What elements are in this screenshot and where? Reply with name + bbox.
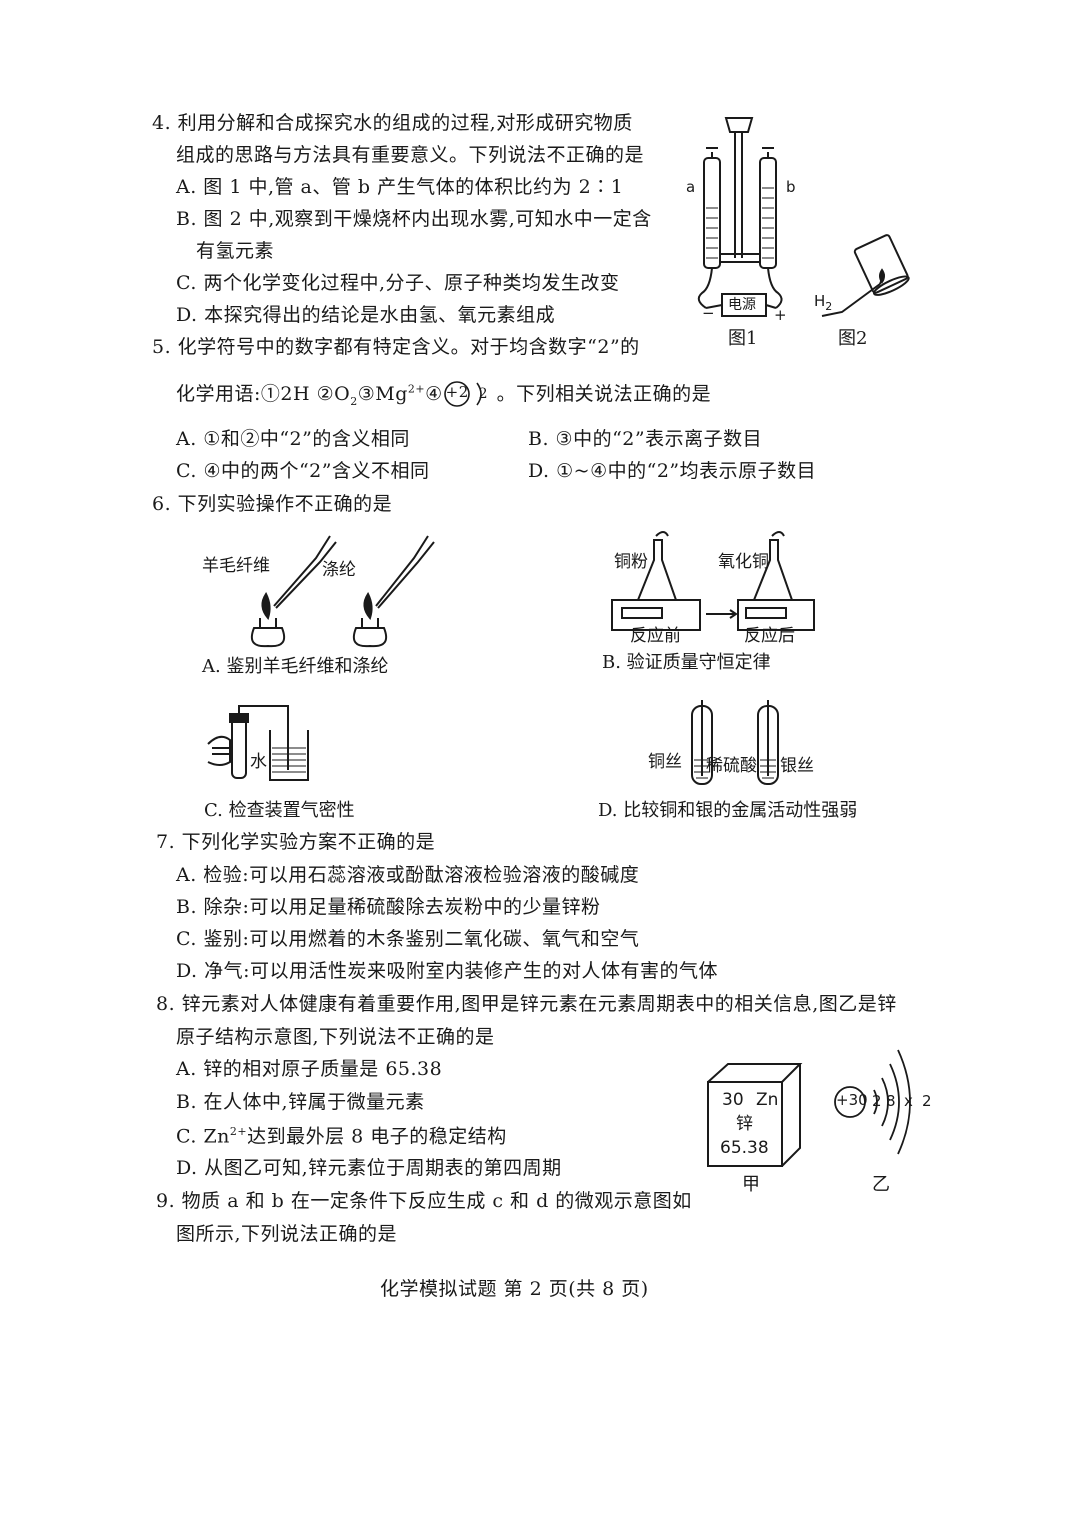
shell-2-electrons: 8: [886, 1092, 896, 1110]
q8-stem-line1: 8. 锌元素对人体健康有着重要作用,图甲是锌元素在元素周期表中的相关信息,图乙是…: [156, 993, 897, 1015]
shell-4-electrons: 2: [922, 1092, 932, 1110]
q8-option-b: B. 在人体中,锌属于微量元素: [176, 1091, 425, 1113]
tube-b-label: b: [786, 178, 796, 196]
shell-3-electrons: x: [904, 1092, 913, 1110]
copper-oxide-label: 氧化铜: [718, 552, 769, 572]
polyester-label: 涤纶: [322, 560, 356, 580]
element-name: 锌: [736, 1114, 753, 1134]
q6-caption-d: D. 比较铜和银的金属活动性强弱: [598, 800, 858, 821]
tube-a-label: a: [686, 178, 696, 196]
copper-powder-label: 铜粉: [614, 552, 648, 572]
h2-label: H2: [814, 292, 833, 313]
atomic-mass: 65.38: [720, 1138, 769, 1158]
q6-stem: 6. 下列实验操作不正确的是: [152, 493, 393, 515]
q6-caption-a: A. 鉴别羊毛纤维和涤纶: [202, 656, 389, 677]
airtightness-check-figure: 水: [204, 700, 314, 786]
minus-sign: −: [702, 304, 715, 322]
after-reaction-label: 反应后: [744, 626, 795, 646]
q7-option-d: D. 净气:可以用活性炭来吸附室内装修产生的对人体有害的气体: [176, 960, 719, 982]
q4-stem-line2: 组成的思路与方法具有重要意义。下列说法不正确的是: [176, 144, 645, 166]
metal-activity-figure: 铜丝 稀硫酸 银丝: [646, 696, 826, 792]
burning-fibers-figure: 羊毛纤维 涤纶: [196, 528, 446, 648]
q4-option-c: C. 两个化学变化过程中,分子、原子种类均发生改变: [176, 272, 620, 294]
q4-option-a: A. 图 1 中,管 a、管 b 产生气体的体积比约为 2∶1: [176, 176, 624, 198]
q9-stem-line1: 9. 物质 a 和 b 在一定条件下反应生成 c 和 d 的微观示意图如: [156, 1190, 692, 1212]
q4-option-b-line1: B. 图 2 中,观察到干燥烧杯内出现水雾,可知水中一定含: [176, 208, 652, 230]
figure-jia-caption: 甲: [742, 1174, 760, 1195]
zinc-atom-structure-figure: +30 2 8 x 2: [830, 1040, 960, 1170]
nucleus-charge: +30: [836, 1091, 868, 1109]
q8-stem-line2: 原子结构示意图,下列说法不正确的是: [176, 1026, 495, 1048]
q7-option-a: A. 检验:可以用石蕊溶液或酚酞溶液检验溶液的酸碱度: [176, 864, 640, 886]
mass-conservation-figure: 铜粉 氧化铜 反应前 反应后: [606, 524, 816, 652]
q7-stem: 7. 下列化学实验方案不正确的是: [156, 831, 436, 853]
q5-option-a: A. ①和②中“2”的含义相同: [176, 428, 410, 450]
power-source-label: 电源: [728, 297, 756, 313]
q5-option-c: C. ④中的两个“2”含义不相同: [176, 460, 430, 482]
wool-label: 羊毛纤维: [202, 556, 270, 576]
figure-1-caption: 图1: [728, 328, 758, 349]
before-reaction-label: 反应前: [630, 626, 681, 646]
q7-option-c: C. 鉴别:可以用燃着的木条鉴别二氧化碳、氧气和空气: [176, 928, 640, 950]
q4-option-d: D. 本探究得出的结论是水由氢、氧元素组成: [176, 304, 556, 326]
q8-option-d: D. 从图乙可知,锌元素位于周期表的第四周期: [176, 1157, 562, 1179]
q6-caption-c: C. 检查装置气密性: [204, 800, 355, 821]
q4-stem-line1: 4. 利用分解和合成探究水的组成的过程,对形成研究物质: [152, 112, 633, 134]
q5-stem-line1: 5. 化学符号中的数字都有特定含义。对于均含数字“2”的: [152, 336, 640, 358]
electrolysis-apparatus-figure: a b 电源 − +: [682, 108, 802, 330]
q9-stem-line2: 图所示,下列说法正确的是: [176, 1223, 398, 1245]
water-label: 水: [250, 752, 267, 772]
q4-option-b-line2: 有氢元素: [196, 240, 275, 262]
silver-wire-label: 银丝: [780, 756, 814, 776]
figure-2-caption: 图2: [838, 328, 868, 349]
copper-wire-label: 铜丝: [648, 752, 682, 772]
atomic-number: 30: [722, 1090, 744, 1110]
q5-stem-line2: 化学用语:①2H ②O2③Mg2+④ +2 2 。下列相关说法正确的是: [176, 381, 712, 408]
q7-option-b: B. 除杂:可以用足量稀硫酸除去炭粉中的少量锌粉: [176, 896, 601, 918]
q5-option-d: D. ①~④中的“2”均表示原子数目: [528, 460, 817, 482]
figure-yi-caption: 乙: [872, 1174, 890, 1195]
q6-caption-b: B. 验证质量守恒定律: [602, 652, 771, 673]
zinc-periodic-cell-figure: 30 Zn 锌 65.38: [704, 1060, 804, 1170]
q8-option-a: A. 锌的相对原子质量是 65.38: [176, 1058, 443, 1080]
q5-option-b: B. ③中的“2”表示离子数目: [528, 428, 763, 450]
page-footer: 化学模拟试题 第 2 页(共 8 页): [380, 1278, 649, 1300]
q8-option-c: C. Zn2+达到最外层 8 电子的稳定结构: [176, 1125, 507, 1148]
plus-sign: +: [774, 306, 787, 324]
shell-1-electrons: 2: [872, 1092, 882, 1110]
dilute-sulfuric-acid-label: 稀硫酸: [706, 756, 757, 776]
hydrogen-burning-figure: H2: [812, 228, 912, 328]
element-symbol: Zn: [756, 1090, 779, 1110]
atom-structure-icon: +2 2: [443, 381, 497, 407]
